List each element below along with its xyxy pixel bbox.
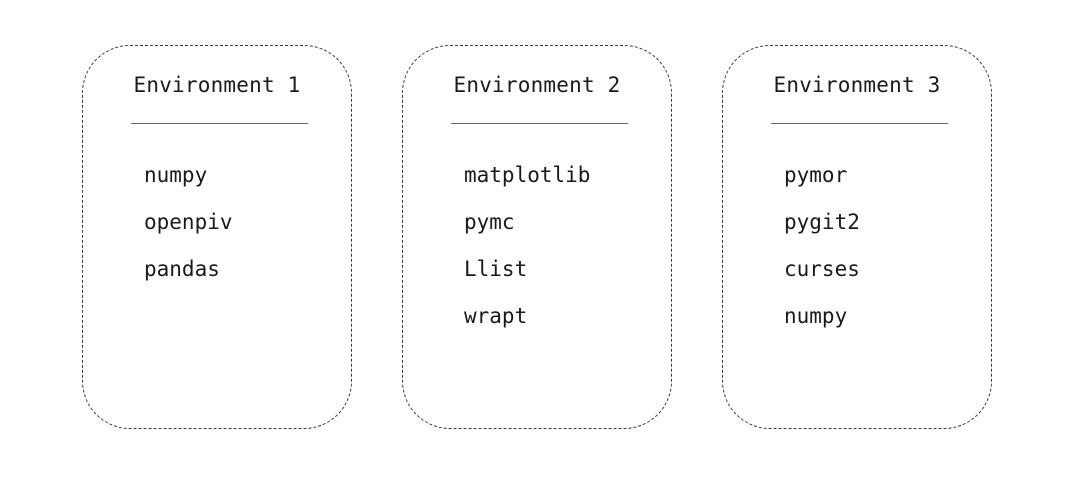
environment-1-divider (131, 123, 308, 124)
package-item: numpy (144, 163, 208, 187)
package-item: Llist (464, 257, 528, 281)
package-item: numpy (784, 304, 848, 328)
package-item: wrapt (464, 304, 528, 328)
environment-3-package-list: pymor pygit2 curses numpy (784, 162, 860, 350)
environment-3-box: Environment 3 pymor pygit2 curses numpy (722, 45, 992, 429)
package-item: matplotlib (464, 163, 591, 187)
environment-2-package-list: matplotlib pymc Llist wrapt (464, 162, 590, 350)
environment-3-divider (771, 123, 948, 124)
environment-1-box: Environment 1 numpy openpiv pandas (82, 45, 352, 429)
environment-1-title: Environment 1 (133, 73, 301, 97)
package-item: openpiv (144, 210, 233, 234)
environment-3-title: Environment 3 (773, 73, 941, 97)
environment-2-box: Environment 2 matplotlib pymc Llist wrap… (402, 45, 672, 429)
package-item: pymor (784, 163, 848, 187)
package-item: pandas (144, 257, 220, 281)
environment-2-divider (451, 123, 628, 124)
package-item: pymc (464, 210, 515, 234)
environment-2-title: Environment 2 (453, 73, 621, 97)
package-item: curses (784, 257, 860, 281)
environment-1-package-list: numpy openpiv pandas (144, 162, 233, 303)
package-item: pygit2 (784, 210, 860, 234)
